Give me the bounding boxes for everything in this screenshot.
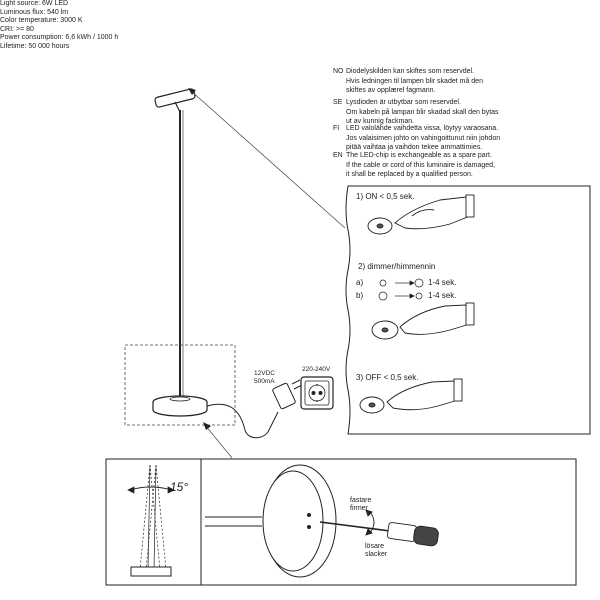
notice-line: Diodelyskilden kan skiftes som reservdel… bbox=[346, 68, 474, 75]
dimmer-b-label: b) bbox=[356, 291, 364, 300]
lang-code: SE bbox=[333, 99, 343, 106]
notice-line: Om kabeln på lampan blir skadad skall de… bbox=[346, 109, 499, 117]
step-dimmer: 2) dimmer/himmennin bbox=[358, 262, 436, 271]
tilt-angle: 15° bbox=[170, 480, 189, 494]
detail-panel bbox=[105, 458, 577, 586]
lang-code: FI bbox=[333, 125, 340, 132]
step-on: 1) ON < 0,5 sek. bbox=[356, 192, 415, 201]
base-underside bbox=[205, 464, 337, 578]
base-detail-frame bbox=[124, 344, 236, 426]
notice-line: Lysdioden är utbytbar som reservdel. bbox=[346, 99, 461, 106]
notice-line: Hvis ledningen til lampen blir skadet må… bbox=[346, 78, 483, 86]
wall-socket bbox=[300, 376, 334, 410]
spec-color-temperature: Color temperature: 3000 K bbox=[0, 17, 83, 25]
looser-label-se: lösare bbox=[365, 543, 385, 550]
spec-power-consumption: Power consumption: 6,6 kWh / 1000 h bbox=[0, 34, 119, 42]
notice-line: ut av kunnig fackman. bbox=[346, 117, 415, 125]
spec-cri: CRI: >= 80 bbox=[0, 25, 34, 33]
dimmer-icons bbox=[378, 278, 424, 301]
adapter-voltage: 12VDC bbox=[254, 370, 275, 377]
dimmer-a-time: 1-4 sek. bbox=[428, 278, 457, 287]
dimmer-b-time: 1-4 sek. bbox=[428, 291, 457, 300]
spec-lifetime: Lifetime: 50 000 hours bbox=[0, 42, 70, 50]
notice-line: skiftes av opplærel fagmann. bbox=[346, 86, 436, 94]
notice-line: pitää vaihtaa ja vaihdon tekee ammattimi… bbox=[346, 143, 483, 151]
tighter-label-en: firmer bbox=[350, 505, 368, 512]
dimmer-a-label: a) bbox=[356, 278, 364, 287]
spec-list: Light source: 6W LED Luminous flux: 540 … bbox=[0, 0, 600, 52]
tighter-label-se: fastare bbox=[350, 497, 372, 504]
tilt-detail bbox=[127, 464, 175, 577]
lang-code: EN bbox=[333, 152, 343, 159]
spec-luminous-flux: Luminous flux: 540 lm bbox=[0, 8, 69, 16]
notice-line: LED valolähde vaihdetta vissa, löytyy va… bbox=[346, 125, 499, 132]
notice-line: it shall be replaced by a qualified pers… bbox=[346, 170, 473, 178]
mains-voltage: 220-240V bbox=[302, 366, 331, 373]
spec-light-source: Light source: 6W LED bbox=[0, 0, 69, 7]
floor-lamp bbox=[152, 88, 279, 439]
notice-line: If the cable or cord of this luminaire i… bbox=[346, 162, 496, 170]
power-adapter bbox=[272, 379, 303, 410]
adapter-current: 500mA bbox=[254, 378, 275, 385]
looser-label-en: slacker bbox=[365, 551, 388, 558]
notice-line: The LED-chip is exchangeable as a spare … bbox=[346, 152, 492, 159]
step-off: 3) OFF < 0,5 sek. bbox=[356, 373, 419, 382]
screwdriver bbox=[319, 509, 439, 547]
notice-line: Jos valaisimen johto on vahingoittunut n… bbox=[346, 135, 501, 143]
lang-code: NO bbox=[333, 68, 344, 75]
